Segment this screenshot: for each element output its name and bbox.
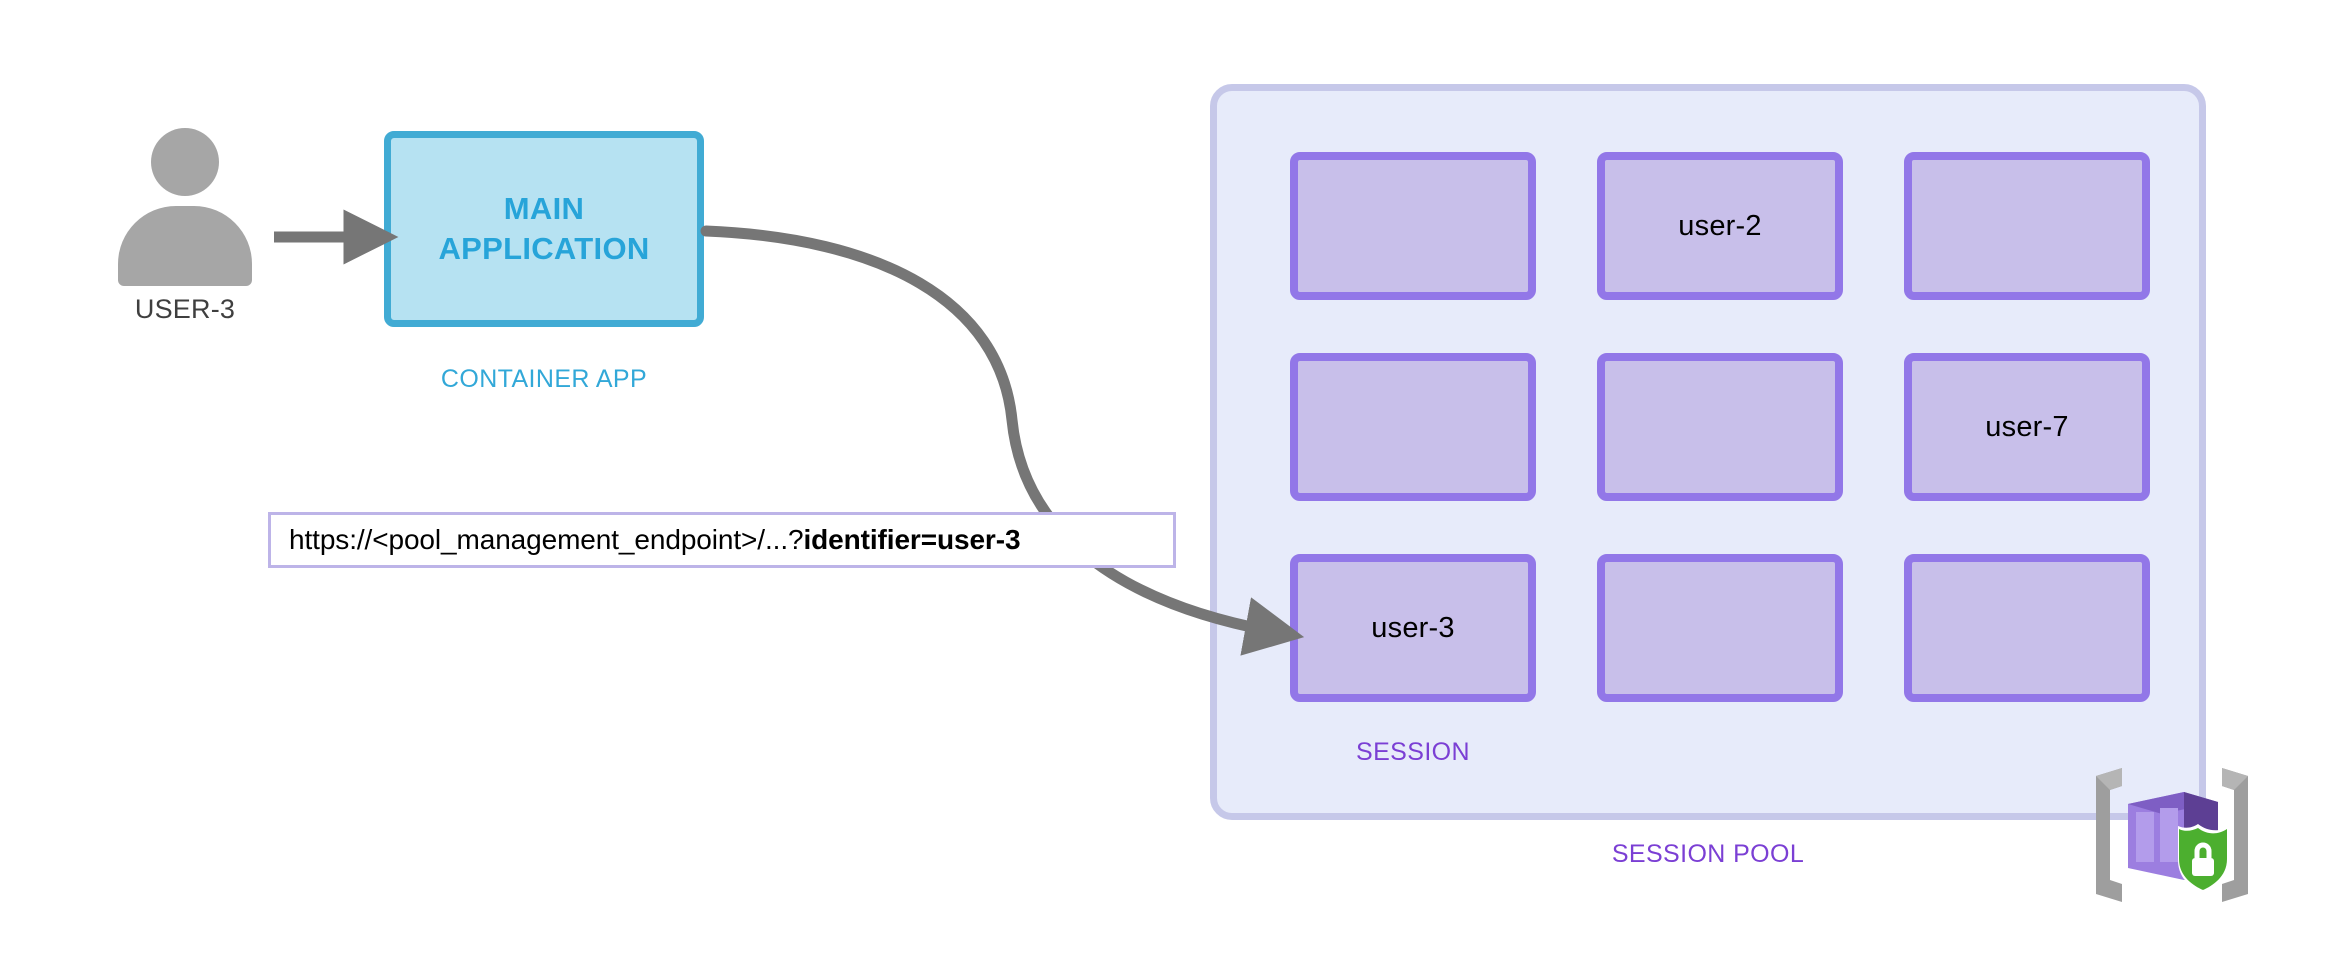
person-icon-head (151, 128, 219, 196)
user-actor-label: USER-3 (134, 294, 236, 324)
session-box-label: user-2 (1678, 209, 1762, 242)
url-prefix: https://<pool_management_endpoint>/...? (289, 524, 804, 555)
session-grid: user-2 user-7 user-3 (1290, 152, 2150, 702)
session-box[interactable] (1290, 353, 1536, 501)
person-icon-body (118, 206, 252, 286)
session-box-label: user-3 (1371, 611, 1455, 644)
session-box[interactable] (1290, 152, 1536, 300)
main-application-title-line2: APPLICATION (438, 231, 650, 266)
session-label: SESSION (1356, 738, 1470, 766)
session-box[interactable]: user-7 (1904, 353, 2150, 501)
main-application-node[interactable]: MAIN APPLICATION (384, 131, 704, 327)
main-application-title: MAIN APPLICATION (438, 189, 649, 268)
azure-dynamic-sessions-icon (2092, 762, 2252, 912)
url-identifier-query: identifier=user-3 (803, 524, 1021, 555)
session-box[interactable]: user-2 (1597, 152, 1843, 300)
session-box[interactable] (1904, 554, 2150, 702)
session-box[interactable] (1597, 554, 1843, 702)
session-box-label: user-7 (1985, 410, 2069, 443)
session-box[interactable]: user-3 (1290, 554, 1536, 702)
session-box[interactable] (1597, 353, 1843, 501)
main-application-title-line1: MAIN (503, 191, 585, 227)
pool-management-url-text: https://<pool_management_endpoint>/...?i… (271, 524, 1021, 556)
session-pool-label: SESSION POOL (1611, 840, 1805, 868)
container-app-label: CONTAINER APP (440, 365, 648, 393)
session-box[interactable] (1904, 152, 2150, 300)
user-actor: USER-3 (118, 128, 252, 324)
pool-management-url-callout[interactable]: https://<pool_management_endpoint>/...?i… (268, 512, 1176, 568)
